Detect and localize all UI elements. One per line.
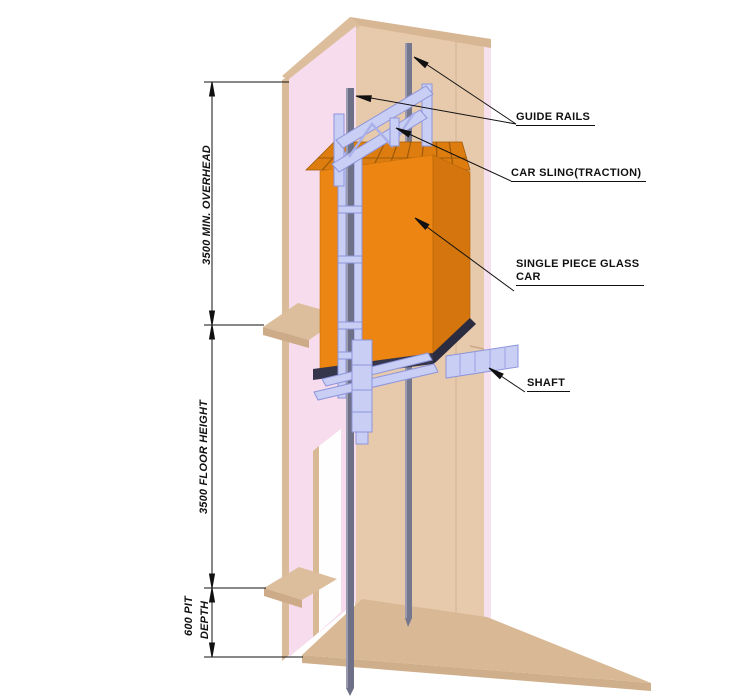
label-glass-car-line1: SINGLE PIECE GLASS: [516, 258, 640, 270]
pit-floor-front-edge: [302, 655, 651, 691]
elevator-car: [305, 141, 476, 380]
car-front-face: [319, 154, 434, 370]
label-guide-rails-text: GUIDE RAILS: [516, 111, 591, 123]
label-glass-car: SINGLE PIECE GLASS CAR: [516, 258, 645, 286]
label-car-sling-text: CAR SLING(TRACTION): [511, 167, 642, 179]
arrowhead: [488, 367, 504, 380]
label-shaft-text: SHAFT: [527, 377, 566, 389]
arrow-down-lower: [208, 573, 216, 589]
sling-post-left: [333, 113, 345, 187]
arrowhead: [355, 95, 372, 103]
landing-slab-lower: [264, 567, 337, 608]
dim-floor-height-text: 3500 FLOOR HEIGHT: [198, 399, 210, 514]
arrowhead: [414, 217, 430, 230]
mid-floor-interior-edge: [469, 345, 485, 350]
slab-front: [264, 588, 302, 608]
label-shaft: SHAFT: [527, 377, 571, 392]
arrow-up-top: [208, 81, 216, 97]
sheave-block: [351, 339, 373, 433]
sheave-block-lines: [352, 364, 372, 413]
car-sling-crosshead: [331, 83, 434, 360]
car-sling-underframe: [313, 339, 519, 445]
rail-tip: [405, 618, 412, 627]
door-reveal: [313, 446, 319, 637]
door-void: [319, 429, 341, 632]
sheave-foot: [355, 431, 369, 445]
sling-beam-upper: [335, 85, 434, 149]
bracket-lines: [459, 347, 506, 375]
car-base-right: [433, 318, 476, 364]
rim-left: [282, 17, 361, 84]
safety-bracket: [445, 344, 519, 379]
arrowhead: [395, 127, 412, 138]
label-glass-car-line2: CAR: [516, 271, 541, 283]
dim-pit-text-line2: DEPTH: [199, 600, 211, 639]
underframe-beam-lower: [313, 363, 439, 401]
sling-rung: [337, 321, 363, 330]
slab-top: [264, 567, 337, 600]
leader-shaft: [500, 375, 526, 393]
label-car-sling: CAR SLING(TRACTION): [511, 167, 647, 182]
leader-lines: [355, 56, 526, 393]
sling-rung: [337, 255, 363, 264]
sling-upright-left: [337, 151, 347, 399]
arrowhead: [413, 56, 429, 69]
dimension-lines: [204, 81, 303, 658]
sling-hanger: [389, 117, 400, 147]
slab-front: [263, 327, 309, 348]
dimension-texts: 3500 MIN. OVERHEAD 3500 FLOOR HEIGHT 600…: [183, 145, 213, 639]
extension-lines: [204, 81, 303, 658]
arrow-down-mid: [208, 310, 216, 326]
leader-glass-car: [426, 226, 515, 292]
left-wall-edge-strip: [282, 76, 289, 661]
label-guide-rails: GUIDE RAILS: [516, 111, 596, 126]
arrow-up-mid: [208, 324, 216, 340]
arrow-up-lower: [208, 587, 216, 603]
underframe-beam-upper: [321, 352, 433, 387]
rail-tip: [346, 688, 354, 696]
leader-car-sling: [408, 133, 512, 182]
dim-pit-text-line1: 600 PIT: [183, 595, 195, 636]
sling-rung: [337, 205, 363, 214]
arrow-down-bottom: [208, 642, 216, 658]
leader-guide-rail-front: [370, 97, 517, 125]
pit-floor: [302, 599, 651, 691]
leader-guide-rail-back: [425, 63, 517, 125]
door-opening: [313, 429, 341, 637]
rim-back: [350, 17, 491, 48]
dim-overhead-text: 3500 MIN. OVERHEAD: [201, 145, 213, 265]
